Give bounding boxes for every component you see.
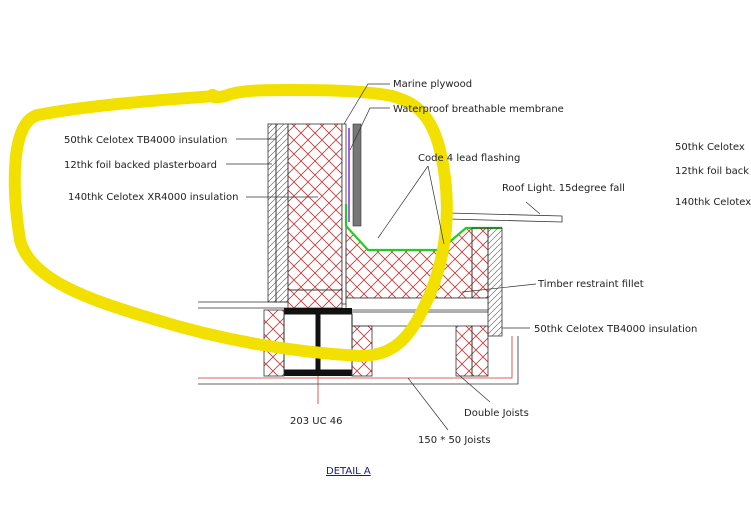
wall-celotex-tb4000	[275, 123, 289, 303]
wall-plasterboard	[267, 123, 277, 303]
beam-pad	[287, 289, 343, 309]
label-plasterboard: 12thk foil backed plasterboard	[64, 160, 217, 171]
label-marine-plywood: Marine plywood	[393, 79, 472, 90]
leader-lines	[226, 83, 541, 431]
double-joist-b	[471, 325, 489, 377]
detail-title: DETAIL A	[326, 466, 371, 477]
roof-insulation	[345, 224, 473, 299]
label-double-joists: Double Joists	[464, 408, 529, 419]
label-lead-flashing: Code 4 lead flashing	[418, 153, 520, 164]
label-membrane: Waterproof breathable membrane	[393, 104, 564, 115]
label-right-clip-2: 12thk foil back	[675, 166, 749, 177]
steel-beam	[283, 308, 353, 376]
roof-light-glazing	[447, 212, 563, 223]
label-right-clip-3: 140thk Celotex	[675, 197, 751, 208]
highlight-markup	[8, 84, 453, 362]
label-timber-fillet: Timber restraint fillet	[537, 279, 644, 290]
soffit-line-inner	[198, 336, 513, 379]
label-celotex-tb4000-upstand: 50thk Celotex TB4000 insulation	[534, 324, 697, 335]
wall-celotex-xr4000	[287, 123, 343, 291]
label-celotex-xr4000: 140thk Celotex XR4000 insulation	[68, 192, 239, 203]
upstand-post	[352, 123, 362, 227]
soffit-line-outer	[198, 336, 519, 385]
kerb-insulation	[487, 227, 503, 337]
kerb-timber	[471, 227, 489, 299]
label-roof-light: Roof Light. 15degree fall	[502, 183, 625, 194]
double-joist-a	[455, 325, 473, 377]
label-steel-beam: 203 UC 46	[290, 416, 342, 427]
label-joists: 150 * 50 Joists	[418, 435, 491, 446]
label-right-clip-1: 50thk Celotex	[675, 142, 745, 153]
label-celotex-tb4000-wall: 50thk Celotex TB4000 insulation	[64, 135, 227, 146]
